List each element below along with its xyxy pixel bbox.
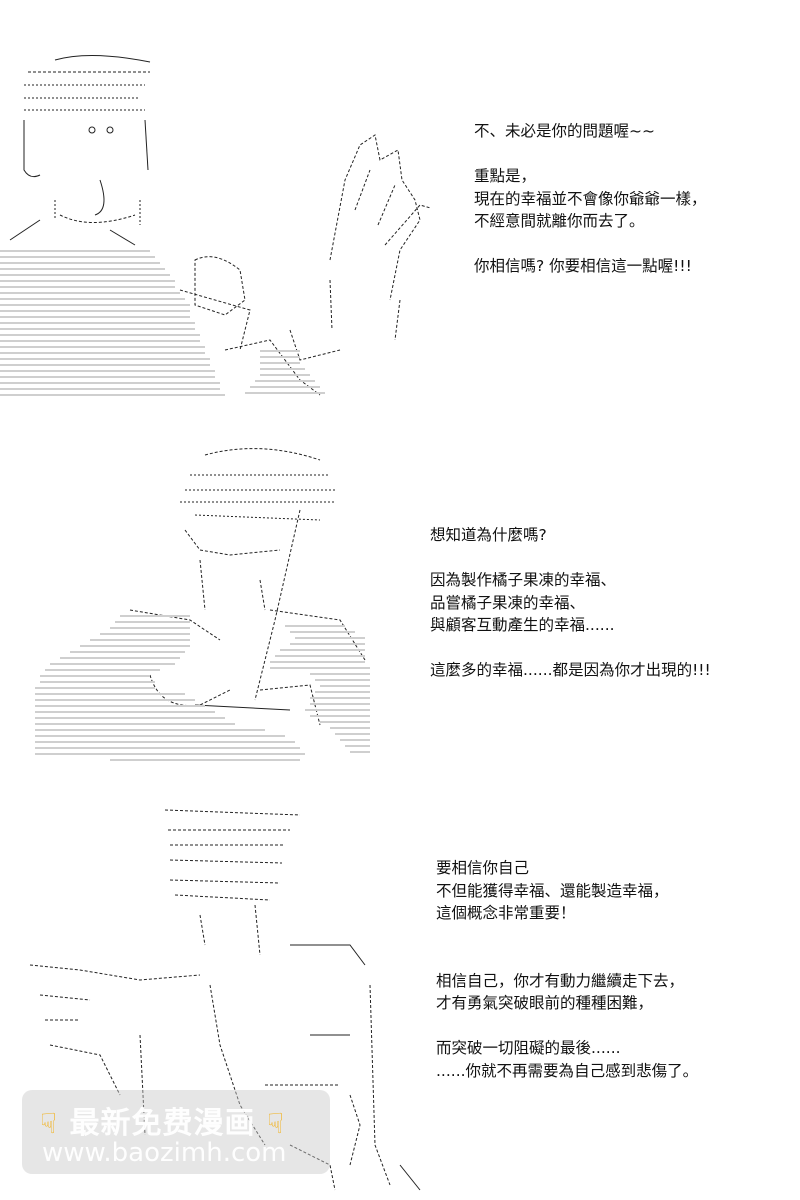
ascii-art-character-2: [35, 448, 370, 761]
dialog-line: 品嘗橘子果凍的幸福、: [430, 593, 586, 612]
dialog-line: 想知道為什麼嗎?: [430, 526, 547, 544]
dialog-line: 而突破一切阻礙的最後......: [436, 1039, 621, 1057]
panel-3: 要相信你自己 不但能獲得幸福、還能製造幸福， 這個概念非常重要！ 相信自己，你才…: [0, 780, 800, 1200]
dialog-line: 與顧客互動產生的幸福......: [430, 616, 615, 634]
dialog-line: ......你就不再需要為自己感到悲傷了。: [436, 1061, 699, 1080]
dialog-line: 不、未必是你的問題喔~~: [474, 122, 655, 140]
watermark-title: 最新免费漫画: [69, 1106, 256, 1141]
watermark: ☟ 最新免费漫画 ☟ www.baozimh.com: [22, 1090, 330, 1174]
dialog-line: [436, 925, 698, 948]
dialog-line: [430, 547, 711, 570]
dialog-line: [436, 1015, 698, 1038]
panel-1: 不、未必是你的問題喔~~ 重點是， 現在的幸福並不會像你爺爺一樣， 不經意間就離…: [0, 0, 800, 410]
dialog-line: 你相信嗎? 你要相信這一點喔!!!: [474, 257, 692, 275]
dialog-text-3: 要相信你自己 不但能獲得幸福、還能製造幸福， 這個概念非常重要！ 相信自己，你才…: [436, 857, 698, 1082]
watermark-url: www.baozimh.com: [42, 1138, 287, 1168]
pointing-hand-icon: ☟: [40, 1107, 59, 1140]
dialog-line: 才有勇氣突破眼前的種種困難，: [436, 994, 654, 1012]
ascii-art-character-1: [0, 55, 430, 396]
dialog-line: 相信自己，你才有動力繼續走下去，: [436, 971, 685, 990]
dialog-line: [436, 947, 698, 970]
dialog-line: [430, 637, 711, 660]
watermark-title-row: ☟ 最新免费漫画 ☟: [40, 1098, 285, 1142]
dialog-line: [474, 233, 707, 256]
dialog-line: 要相信你自己: [436, 859, 530, 877]
dialog-line: 現在的幸福並不會像你爺爺一樣，: [474, 189, 707, 208]
ascii-art-character-3: [29, 809, 421, 1191]
dialog-line: 重點是，: [474, 167, 537, 185]
dialog-line: 不但能獲得幸福、還能製造幸福，: [436, 881, 669, 900]
pointing-hand-icon: ☟: [266, 1107, 286, 1140]
dialog-text-1: 不、未必是你的問題喔~~ 重點是， 現在的幸福並不會像你爺爺一樣， 不經意間就離…: [474, 120, 707, 278]
dialog-line: 因為製作橘子果凍的幸福、: [430, 571, 617, 589]
dialog-line: 這個概念非常重要！: [436, 904, 576, 922]
dialog-line: 不經意間就離你而去了。: [474, 212, 645, 230]
dialog-line: 這麼多的幸福......都是因為你才出現的!!!: [430, 661, 711, 679]
panel-2: 想知道為什麼嗎? 因為製作橘子果凍的幸福、 品嘗橘子果凍的幸福、 與顧客互動產生…: [0, 430, 800, 770]
dialog-text-2: 想知道為什麼嗎? 因為製作橘子果凍的幸福、 品嘗橘子果凍的幸福、 與顧客互動產生…: [430, 524, 711, 682]
dialog-line: [474, 143, 707, 166]
